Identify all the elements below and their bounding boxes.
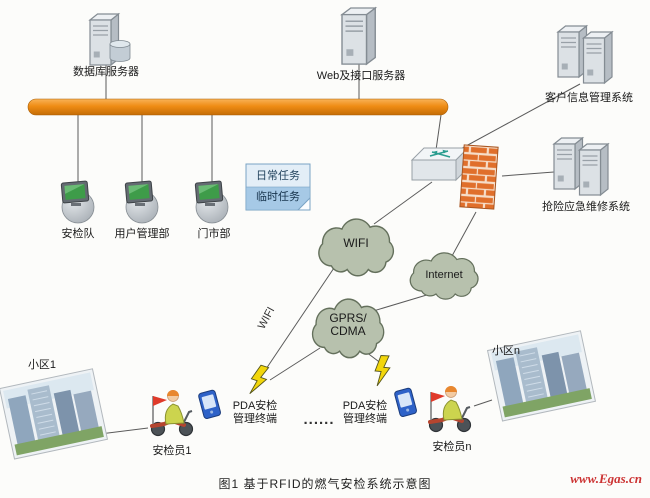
community1-photo — [0, 368, 108, 460]
pda2-label-line1: PDA安检 — [342, 400, 388, 412]
temp-task-label: 临时任务 — [256, 191, 300, 203]
pda2-label-line2: 管理终端 — [343, 413, 387, 425]
retail-label: 门市部 — [197, 228, 231, 240]
pda2-icon — [393, 387, 418, 418]
crm-label: 客户信息管理系统 — [545, 92, 633, 104]
inspectorN-label: 安检员n — [432, 441, 472, 453]
pda1-label: PDA安检 管理终端 — [224, 400, 286, 426]
community1-label: 小区1 — [27, 359, 57, 371]
web-server-label: Web及接口服务器 — [316, 70, 406, 82]
watermark: www.Egas.cn — [570, 471, 642, 486]
crm-servers-icon — [557, 25, 613, 84]
inspector1-icon — [149, 388, 195, 438]
dots-label: ...... — [303, 411, 335, 428]
gprs-line2: CDMA — [330, 324, 366, 338]
user-mgmt-label: 用户管理部 — [114, 228, 170, 240]
switch-icon — [410, 146, 470, 182]
inspector1-label: 安检员1 — [152, 445, 192, 457]
emergency-label: 抢险应急维修系统 — [542, 201, 630, 213]
team-label: 安检队 — [61, 228, 95, 240]
internet-cloud-label: Internet — [425, 269, 463, 281]
pda1-label-line2: 管理终端 — [233, 413, 277, 425]
retail-pc-icon — [194, 180, 229, 224]
gprs-line1: GPRS/ — [329, 311, 367, 325]
web-server-icon — [341, 7, 377, 65]
pda2-label: PDA安检 管理终端 — [336, 400, 394, 426]
gprs-cloud-label: GPRS/ CDMA — [320, 312, 376, 338]
lightning1-icon — [248, 363, 270, 397]
figure-caption: 图1 基于RFID的燃气安检系统示意图 — [218, 477, 432, 491]
pda1-icon — [197, 389, 222, 420]
inspection-team-pc-icon — [60, 180, 95, 224]
daily-task-label: 日常任务 — [256, 170, 300, 182]
emergency-servers-icon — [553, 137, 609, 196]
inspectorN-icon — [427, 384, 473, 434]
db-server-icon — [89, 13, 131, 66]
pda1-label-line1: PDA安检 — [232, 400, 278, 412]
db-server-label: 数据库服务器 — [73, 66, 139, 78]
user-mgmt-pc-icon — [124, 180, 159, 224]
firewall-icon — [459, 144, 499, 210]
communityN-label: 小区n — [491, 345, 521, 357]
wifi-cloud-label: WIFI — [343, 236, 369, 250]
network-bus-bar — [27, 98, 449, 116]
connector-lines — [77, 64, 581, 435]
task-note-icon — [245, 163, 311, 211]
